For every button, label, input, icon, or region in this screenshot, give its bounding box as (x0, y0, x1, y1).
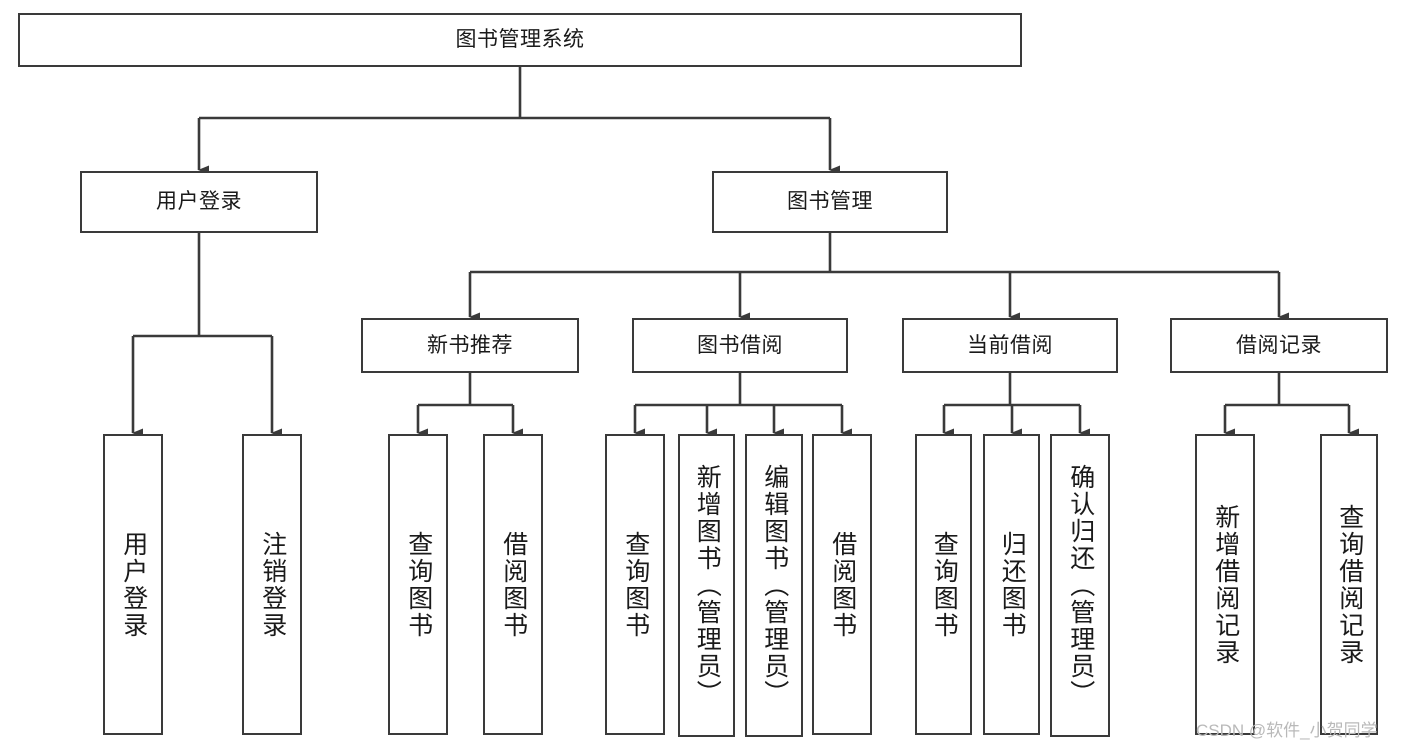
node-label-l-return: 归还图书 (998, 530, 1027, 639)
node-label-records: 借阅记录 (1236, 333, 1322, 357)
node-label-bookmgmt: 图书管理 (787, 190, 873, 214)
node-label-borrow: 图书借阅 (697, 333, 783, 357)
node-box-l-query3[interactable]: 查询图书 (915, 434, 972, 735)
node-label-root: 图书管理系统 (455, 28, 585, 52)
node-box-l-return[interactable]: 归还图书 (983, 434, 1040, 735)
node-label-login: 用户登录 (156, 190, 242, 214)
node-box-l-query2[interactable]: 查询图书 (605, 434, 665, 735)
node-label-l-addrec: 新增借阅记录 (1211, 503, 1240, 666)
node-label-l-edit: 编辑图书（管理员） (760, 464, 789, 707)
node-box-root[interactable]: 图书管理系统 (18, 13, 1022, 67)
node-label-l-borrow2: 借阅图书 (828, 530, 857, 639)
node-box-l-queryrec[interactable]: 查询借阅记录 (1320, 434, 1378, 735)
node-label-current: 当前借阅 (967, 333, 1053, 357)
node-label-newbook: 新书推荐 (427, 333, 513, 357)
node-label-l-login: 用户登录 (119, 530, 148, 639)
node-label-l-queryrec: 查询借阅记录 (1335, 503, 1364, 666)
node-box-l-logout[interactable]: 注销登录 (242, 434, 302, 735)
node-box-l-query1[interactable]: 查询图书 (388, 434, 448, 735)
node-box-login[interactable]: 用户登录 (80, 171, 318, 233)
node-box-newbook[interactable]: 新书推荐 (361, 318, 579, 373)
node-label-l-query2: 查询图书 (621, 530, 650, 639)
node-label-l-add: 新增图书（管理员） (693, 464, 722, 707)
node-label-l-confirm: 确认归还（管理员） (1066, 464, 1095, 707)
node-box-records[interactable]: 借阅记录 (1170, 318, 1388, 373)
node-box-l-addrec[interactable]: 新增借阅记录 (1195, 434, 1255, 735)
node-label-l-query1: 查询图书 (404, 530, 433, 639)
node-label-l-logout: 注销登录 (258, 530, 287, 639)
csdn-watermark: CSDN @软件_小贺同学 (1196, 721, 1378, 740)
node-label-l-query3: 查询图书 (930, 530, 959, 639)
node-box-l-edit[interactable]: 编辑图书（管理员） (745, 434, 803, 737)
node-box-l-login[interactable]: 用户登录 (103, 434, 163, 735)
node-box-borrow[interactable]: 图书借阅 (632, 318, 848, 373)
node-box-l-borrow2[interactable]: 借阅图书 (812, 434, 872, 735)
node-box-l-confirm[interactable]: 确认归还（管理员） (1050, 434, 1110, 737)
edge-group (131, 67, 1359, 438)
node-box-l-borrow1[interactable]: 借阅图书 (483, 434, 543, 735)
node-box-current[interactable]: 当前借阅 (902, 318, 1118, 373)
node-box-l-add[interactable]: 新增图书（管理员） (678, 434, 735, 737)
node-label-l-borrow1: 借阅图书 (499, 530, 528, 639)
node-box-bookmgmt[interactable]: 图书管理 (712, 171, 948, 233)
